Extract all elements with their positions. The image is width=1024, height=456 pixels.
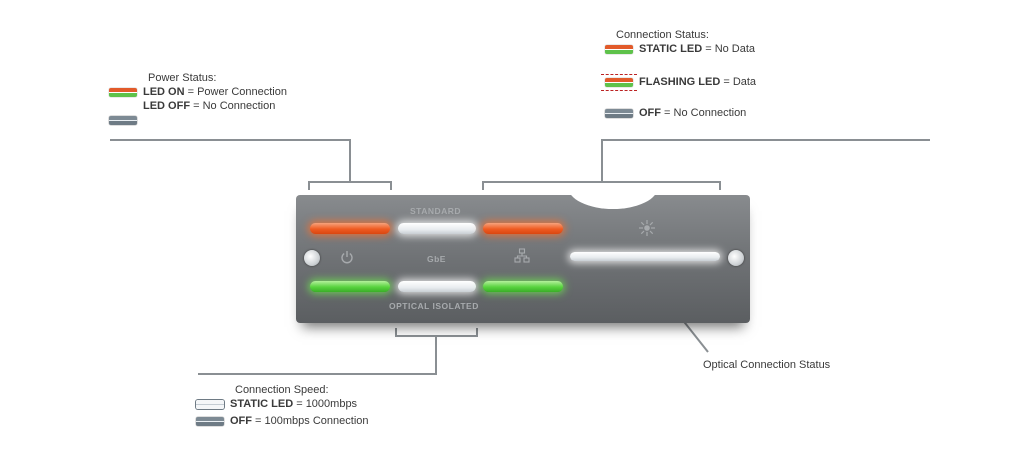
device-label-gbe: GbE [427, 254, 446, 264]
connection-status-legend: Connection Status: STATIC LED = No Data … [601, 28, 757, 120]
connection-static-label: STATIC LED [639, 43, 703, 55]
status-bracket [482, 181, 721, 190]
connection-off-label: OFF [639, 107, 661, 119]
flashing-led-swatch-icon [601, 73, 637, 91]
connection-flash-label: FLASHING LED [639, 76, 721, 88]
network-icon [514, 248, 530, 263]
speed-led-bottom [398, 281, 476, 292]
speed-off-row: OFF = 100mbps Connection [196, 414, 369, 428]
power-led-top [310, 223, 390, 234]
status-leader-line [601, 139, 930, 182]
connection-off-text: = No Connection [661, 107, 747, 119]
led-on-swatch-icon [109, 87, 137, 97]
power-legend-off-row: LED OFF = No Connection [109, 99, 287, 113]
speed-static-swatch-icon [196, 399, 224, 409]
power-legend-off-swatch-row [109, 116, 287, 125]
status-led-top [483, 223, 563, 234]
connection-flash-row: FLASHING LED = Data [601, 73, 757, 91]
connection-status-title: Connection Status: [616, 29, 709, 41]
connection-static-text: = No Data [702, 43, 756, 55]
power-on-label: LED ON [143, 86, 185, 98]
connection-speed-title: Connection Speed: [235, 384, 329, 396]
power-legend-title: Power Status: [148, 72, 217, 84]
speed-static-text: = 1000mbps [293, 398, 358, 410]
speed-leader-line [198, 336, 437, 375]
power-legend: Power Status: LED ON = Power Connection … [109, 71, 287, 125]
screw-icon [304, 250, 320, 266]
device-label-standard: STANDARD [410, 206, 462, 216]
speed-led-top [398, 223, 476, 234]
status-led-bottom [483, 281, 563, 292]
static-led-swatch-icon [605, 44, 633, 54]
screw-icon [728, 250, 744, 266]
speed-off-text: = 100mbps Connection [252, 415, 369, 427]
speed-off-swatch-icon [196, 416, 224, 426]
optical-status-led [570, 252, 720, 261]
power-bracket [308, 181, 392, 190]
speed-static-label: STATIC LED [230, 398, 294, 410]
panel-notch [568, 187, 658, 209]
led-off-swatch-icon [109, 116, 137, 125]
power-legend-on-row: LED ON = Power Connection [109, 85, 287, 99]
connection-off-row: OFF = No Connection [605, 106, 756, 120]
power-icon [341, 251, 353, 264]
laser-icon [639, 220, 655, 236]
device-label-optical-isolated: OPTICAL ISOLATED [389, 301, 479, 311]
connection-flash-text: = Data [720, 76, 757, 88]
speed-bracket [395, 328, 478, 337]
power-leader-line [110, 139, 351, 182]
power-off-text: = No Connection [190, 100, 276, 112]
speed-off-label: OFF [230, 415, 252, 427]
speed-static-row: STATIC LED = 1000mbps [196, 397, 369, 411]
power-off-label: LED OFF [143, 100, 191, 112]
connection-static-row: STATIC LED = No Data [605, 42, 756, 56]
optical-connection-label: Optical Connection Status [703, 359, 831, 371]
power-led-bottom [310, 281, 390, 292]
off-led-swatch-icon [605, 108, 633, 118]
connection-speed-legend: Connection Speed: STATIC LED = 1000mbps … [196, 383, 369, 428]
device-front-panel: STANDARD GbE OPTICAL ISOLATED [296, 187, 750, 323]
power-on-text: = Power Connection [184, 86, 287, 98]
